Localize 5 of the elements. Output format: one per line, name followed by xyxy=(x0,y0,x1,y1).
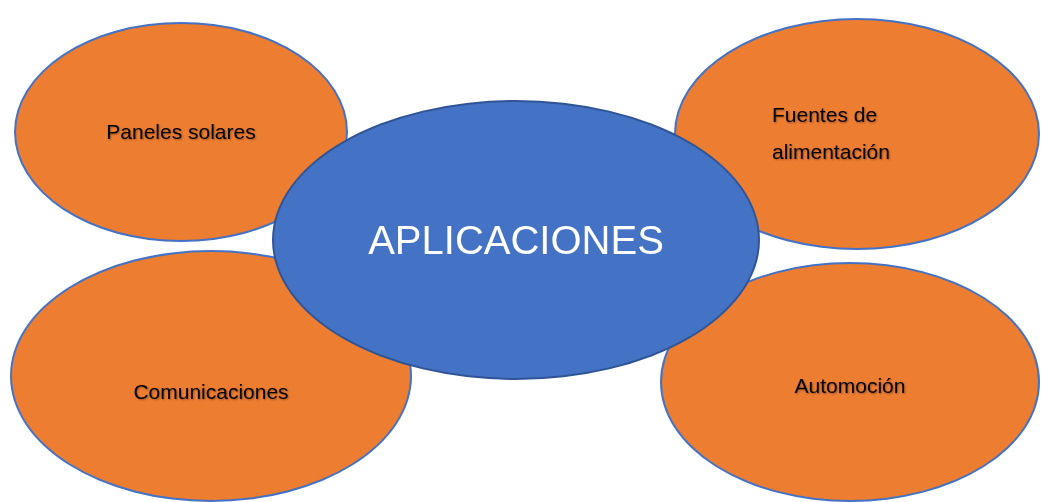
node-label: Fuentes de alimentación xyxy=(772,102,891,165)
node-label: Comunicaciones xyxy=(133,378,289,405)
node-label: Paneles solares xyxy=(106,118,256,145)
node-label: Automoción xyxy=(794,372,906,399)
node-label: APLICACIONES xyxy=(368,217,664,264)
